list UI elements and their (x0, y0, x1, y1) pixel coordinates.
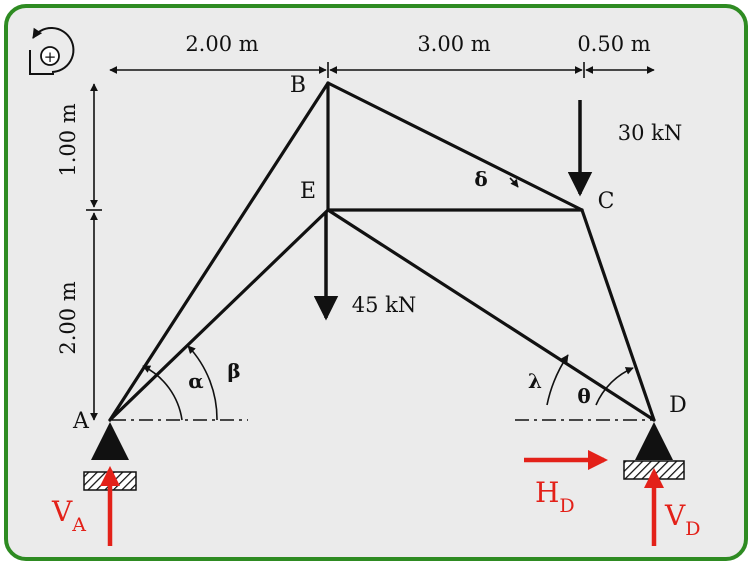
reaction-label-hd: HD (535, 476, 575, 517)
point-label-e: E (300, 179, 316, 204)
dim-label-2m-left: 2.00 m (56, 281, 80, 354)
point-label-b: B (290, 73, 306, 98)
reaction-label-vd: VD (664, 499, 700, 540)
load-label-30kn: 30 kN (618, 121, 683, 145)
point-label-c: C (598, 189, 615, 214)
angle-delta: δ (474, 167, 487, 191)
angle-beta: β (227, 359, 240, 383)
angle-lambda: λ (528, 369, 542, 393)
point-label-a: A (72, 409, 90, 434)
member-ed (326, 208, 656, 422)
arc-delta (509, 177, 519, 188)
angle-arcs (142, 177, 634, 421)
dim-label-3m: 3.00 m (417, 32, 490, 56)
dim-label-1m: 1.00 m (56, 103, 80, 176)
arc-beta (187, 345, 218, 421)
reaction-label-va: VA (51, 495, 86, 536)
sign-convention-plus: + (44, 48, 57, 66)
member-ae (108, 208, 330, 422)
dim-label-2m-top: 2.00 m (185, 32, 258, 56)
arc-lambda (546, 354, 569, 406)
angle-theta: θ (577, 384, 590, 408)
arc-alpha (142, 365, 183, 421)
member-ab (108, 81, 330, 422)
left-dimension-line (86, 83, 102, 421)
load-label-45kn: 45 kN (352, 293, 417, 317)
dim-label-050m: 0.50 m (577, 32, 650, 56)
member-bc (326, 81, 584, 212)
arc-theta (595, 367, 634, 406)
truss-members (108, 81, 656, 422)
angle-alpha: α (188, 369, 203, 393)
top-dimension-line (109, 62, 655, 78)
sign-convention-icon: + (29, 27, 75, 75)
point-label-d: D (669, 393, 687, 418)
member-cd (580, 208, 656, 422)
